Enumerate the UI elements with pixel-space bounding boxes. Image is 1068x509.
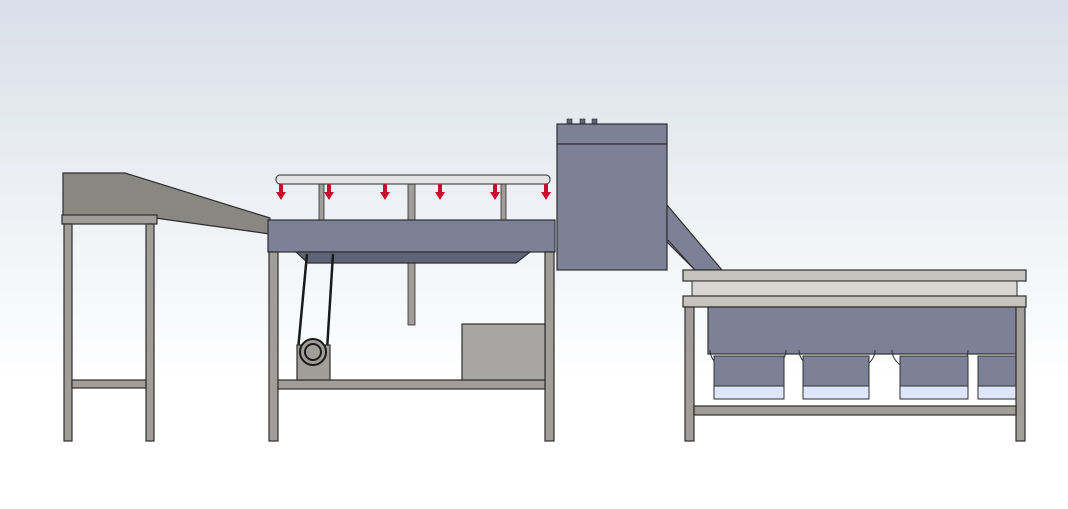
nozzle-stem-3 [383,184,387,194]
nozzle-stem-1 [279,184,283,194]
collection-bins [713,355,1017,400]
sorting-leg-left [684,306,695,442]
bin-base-1 [713,385,785,400]
housing-lid [556,123,668,145]
spray-nozzle-5 [490,184,500,200]
collection-bin-2 [802,355,870,400]
bin-base-4 [977,385,1017,400]
bin-body-1 [713,355,785,387]
bin-base-3 [899,385,969,400]
nozzle-stem-6 [544,184,548,194]
washer-leg-right [544,251,555,442]
housing-fitting-3 [591,118,598,125]
housing-fitting-1 [566,118,573,125]
spray-nozzle-4 [435,184,445,200]
sorting-table-rim [682,295,1027,308]
nozzle-tip-5 [490,192,500,200]
control-box [461,323,546,381]
drive-belt-left [296,253,309,351]
sorting-table-assembly [682,269,1027,442]
drive-belt-right [325,253,335,351]
housing-body [556,143,668,271]
discharge-chute-edge [667,239,696,271]
spray-nozzles [276,184,551,200]
spray-nozzle-1 [276,184,286,200]
collection-bin-3 [899,355,969,400]
washer-crossbar [277,379,546,390]
spray-nozzle-3 [380,184,390,200]
bin-body-3 [899,355,969,387]
nozzle-tip-1 [276,192,286,200]
sorting-table-deck [691,280,1018,297]
infeed-crossbar [71,379,147,389]
nozzle-stem-5 [493,184,497,194]
nozzle-tip-6 [541,192,551,200]
collection-bin-4 [977,355,1017,400]
nozzle-tip-3 [380,192,390,200]
nozzle-stem-4 [438,184,442,194]
spray-nozzle-6 [541,184,551,200]
sorting-table-top [682,269,1027,282]
collection-bin-1 [713,355,785,400]
auger-trough-body [707,306,1019,355]
sorting-crossbar [693,405,1017,416]
spray-nozzle-2 [324,184,334,200]
infeed-leg-right [145,223,155,442]
nozzle-tip-4 [435,192,445,200]
infeed-table-top [61,214,158,225]
washer-tank-body [267,219,556,253]
washer-assembly [267,174,556,442]
washer-tank-hopper [294,251,532,264]
nozzle-stem-2 [327,184,331,194]
infeed-chute-assembly [61,172,271,442]
nozzle-tip-2 [324,192,334,200]
sorting-leg-right [1015,306,1026,442]
spray-pipe [275,174,551,185]
washer-leg-left [268,251,279,442]
infeed-leg-left [63,223,73,442]
blower-housing-assembly [556,118,724,271]
bin-body-4 [977,355,1017,387]
housing-fitting-2 [579,118,586,125]
motor-pulley-hub [304,343,322,361]
bin-body-2 [802,355,870,387]
bin-base-2 [802,385,870,400]
